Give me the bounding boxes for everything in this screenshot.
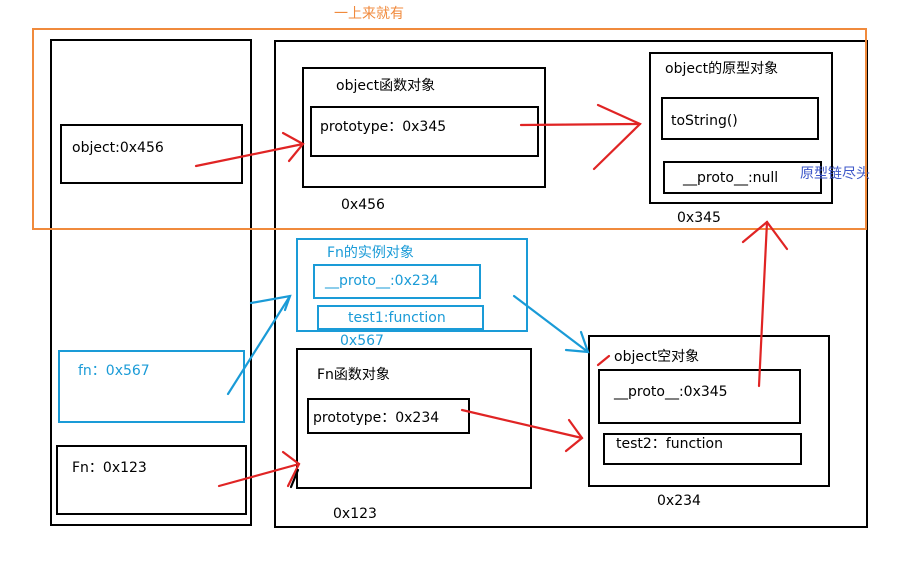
Fn-prototype-label: prototype：0x234: [313, 410, 440, 426]
empty-object-proto-field: [598, 369, 801, 424]
empty-object-title: object空对象: [614, 349, 700, 365]
object-function-address: 0x456: [341, 197, 385, 213]
arrow-Fn-prototype-to-empty-object: [460, 408, 584, 453]
fn-instance-proto-field: [313, 264, 481, 299]
Fn-function-box: [296, 348, 532, 489]
fn-instance-proto-label: __proto__:0x234: [325, 273, 439, 289]
proto-null-label: __proto__:null: [683, 170, 779, 186]
object-proto-box: [649, 52, 833, 204]
fn-instance-address: 0x567: [340, 333, 384, 349]
stack-frame: [50, 39, 252, 526]
arrow-fn-to-instance: [226, 294, 292, 396]
fn-instance-title: Fn的实例对象: [327, 245, 414, 261]
object-function-box: [302, 67, 546, 188]
stack-var-fn: [58, 350, 245, 423]
arrow-empty-proto-to-object-proto: [741, 220, 789, 388]
proto-null-field: [663, 161, 822, 194]
arrow-Fn-to-function: [217, 450, 301, 488]
fn-instance-test1-field: [317, 305, 484, 330]
fn-instance-box: [296, 238, 528, 332]
tostring-label: toString(): [671, 113, 738, 129]
Fn-prototype-field: [307, 398, 470, 434]
stack-var-Fn-label: Fn：0x123: [72, 460, 147, 476]
initial-highlight-frame: [32, 28, 867, 230]
arrow-object-to-function: [194, 131, 305, 168]
fn-instance-test1-label: test1:function: [348, 310, 446, 326]
Fn-function-address: 0x123: [333, 506, 377, 522]
chain-end-note: 原型链尽头: [800, 166, 870, 182]
Fn-function-title: Fn函数对象: [317, 367, 390, 383]
red-tick-mark: [596, 354, 611, 367]
empty-object-test2-field: [603, 433, 802, 465]
stack-var-object-label: object:0x456: [72, 140, 164, 156]
empty-object-proto-label: __proto__:0x345: [614, 384, 728, 400]
empty-object-address: 0x234: [657, 493, 701, 509]
tostring-field: [661, 97, 819, 140]
stack-var-Fn: [56, 445, 247, 515]
empty-object-box: [588, 335, 830, 487]
heap-frame: [274, 40, 868, 528]
stack-var-fn-label: fn：0x567: [78, 363, 150, 379]
object-proto-title: object的原型对象: [665, 61, 779, 77]
stack-var-object: [60, 124, 243, 184]
object-function-title: object函数对象: [336, 78, 436, 94]
object-prototype-field: [310, 106, 539, 157]
arrow-prototype-to-proto-object: [519, 103, 642, 171]
object-prototype-label: prototype：0x345: [320, 119, 447, 135]
empty-object-test2-label: test2：function: [616, 436, 723, 452]
top-note: 一上来就有: [334, 6, 404, 22]
arrow-instance-proto-to-empty-object: [512, 294, 590, 354]
object-proto-address: 0x345: [677, 210, 721, 226]
black-tick-mark: [289, 468, 300, 489]
